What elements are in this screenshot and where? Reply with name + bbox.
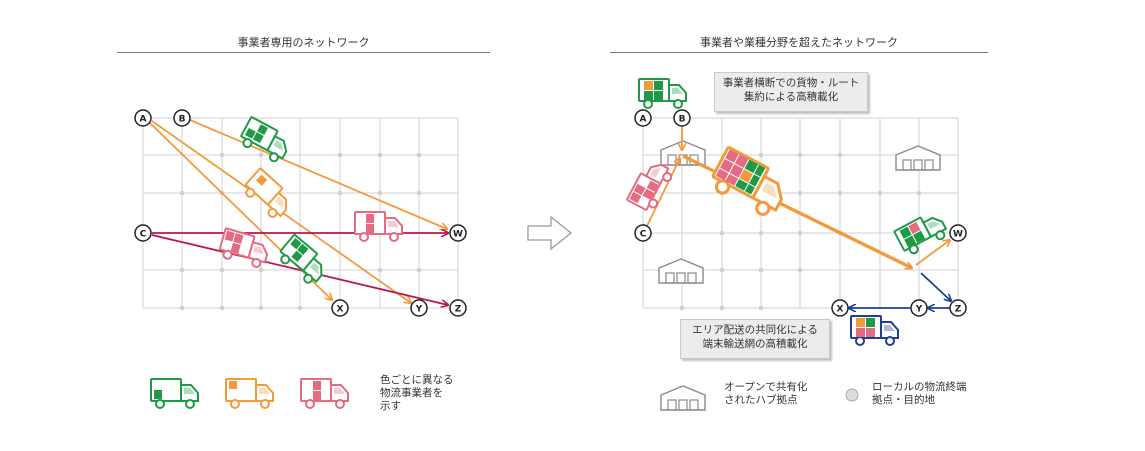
pink-truck-left [216,227,272,271]
route-c-to-hub [645,158,680,229]
left-node-c: C [134,224,152,242]
legend-pink-truck-icon [300,378,349,409]
legend-carrier-text: 色ごとに異なる 物流事業者を 示す [380,374,470,413]
left-routes [149,119,448,305]
legend-terminal-line1: ローカルの物流終端 [872,381,967,393]
right-node-a: A [634,109,652,127]
left-panel-title: 事業者専用のネットワーク [237,36,370,49]
left-grid [142,117,459,309]
navy-truck-delivery [850,315,899,346]
svg-text:Z: Z [455,305,462,315]
hub-top-left-icon [660,140,706,166]
right-node-y: Y [910,299,928,317]
legend-hub-text: オープンで共有化 されたハブ拠点 [724,381,834,407]
right-title-rule [610,52,988,53]
hub-bottom-left-icon [658,258,704,284]
legend-hub-line1: オープンで共有化 [724,381,808,393]
left-node-b: B [173,109,191,127]
legend-terminal-line2: 拠点・目的地 [872,394,935,406]
callout-consolidation: 事業者横断での貨物・ルート 集約による高積載化 [714,72,868,112]
svg-text:X: X [837,305,844,315]
big-truck-consolidated [706,145,793,221]
left-node-y: Y [410,299,428,317]
route-c-to-z [151,234,448,305]
legend-green-truck-icon [150,378,199,409]
left-node-x: X [331,299,349,317]
svg-text:A: A [640,115,647,125]
svg-text:A: A [140,115,147,125]
callout-area-delivery-line1: エリア配送の共同化による [692,324,818,336]
legend-carrier-line1: 色ごとに異なる [380,374,454,386]
svg-text:C: C [140,230,147,240]
left-node-w: W [449,224,467,242]
callout-consolidation-line2: 集約による高積載化 [743,91,839,103]
legend-terminal-text: ローカルの物流終端 拠点・目的地 [872,381,992,407]
hub-top-right-icon [895,145,941,171]
svg-text:Y: Y [415,305,423,315]
left-node-a: A [134,109,152,127]
route-hub-to-z [920,272,951,301]
left-node-z: Z [449,299,467,317]
green-truck-top [236,115,294,166]
transition-arrow-icon [527,215,573,251]
svg-text:B: B [679,115,686,125]
svg-text:B: B [179,115,186,125]
legend-carrier-line2: 物流事業者を [380,387,443,399]
right-panel-title: 事業者や業種分野を超えたネットワーク [700,36,898,49]
callout-area-delivery-line2: 端末輸送網の高積載化 [702,338,808,350]
svg-text:C: C [640,230,647,240]
svg-text:W: W [953,230,963,240]
route-b-to-w [189,119,447,229]
legend-carrier-line3: 示す [380,400,401,412]
svg-text:Z: Z [955,305,962,315]
route-hub-to-w [915,240,950,266]
svg-text:W: W [453,230,463,240]
svg-text:X: X [337,305,344,315]
legend-hub-icon [660,385,706,411]
callout-area-delivery: エリア配送の共同化による 端末輸送網の高積載化 [680,319,830,359]
green-truck-origin [638,78,687,109]
orange-truck [239,167,297,223]
pink-truck-right [354,211,403,242]
legend-terminal-icon [845,388,859,402]
callout-consolidation-line1: 事業者横断での貨物・ルート [722,77,860,89]
svg-text:Y: Y [915,305,923,315]
legend-orange-truck-icon [225,378,274,409]
route-a-to-x [149,122,332,300]
right-node-b: B [673,109,691,127]
right-node-w: W [949,224,967,242]
left-title-rule [117,52,490,53]
right-node-z: Z [949,299,967,317]
right-node-x: X [831,299,849,317]
green-truck-bottom [274,233,332,288]
green-truck-destination [893,208,951,259]
legend-hub-line2: されたハブ拠点 [724,394,798,406]
right-node-c: C [634,224,652,242]
pink-truck-origin [625,157,676,215]
